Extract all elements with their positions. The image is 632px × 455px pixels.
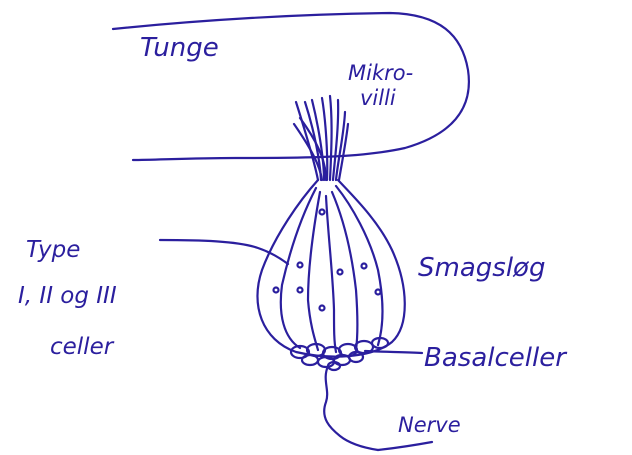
label-cell-types-line2: I, II og III	[18, 283, 117, 309]
microvilli	[294, 96, 348, 180]
label-nerve: Nerve	[398, 413, 461, 437]
cell-types-pointer	[160, 240, 288, 264]
nerve-pointer	[378, 442, 432, 450]
nerve-fiber	[324, 366, 378, 450]
basal-cells-pointer	[365, 351, 422, 353]
label-tongue: Tunge	[140, 33, 219, 63]
label-cell-types-line1: Type	[26, 237, 80, 263]
label-taste-bud: Smagsløg	[418, 253, 545, 283]
label-basal-cells: Basalceller	[424, 343, 568, 373]
label-cell-types-line3: celler	[50, 334, 115, 360]
label-microvilli-line1: Mikro-	[348, 61, 413, 85]
label-microvilli-line2: villi	[360, 86, 396, 110]
